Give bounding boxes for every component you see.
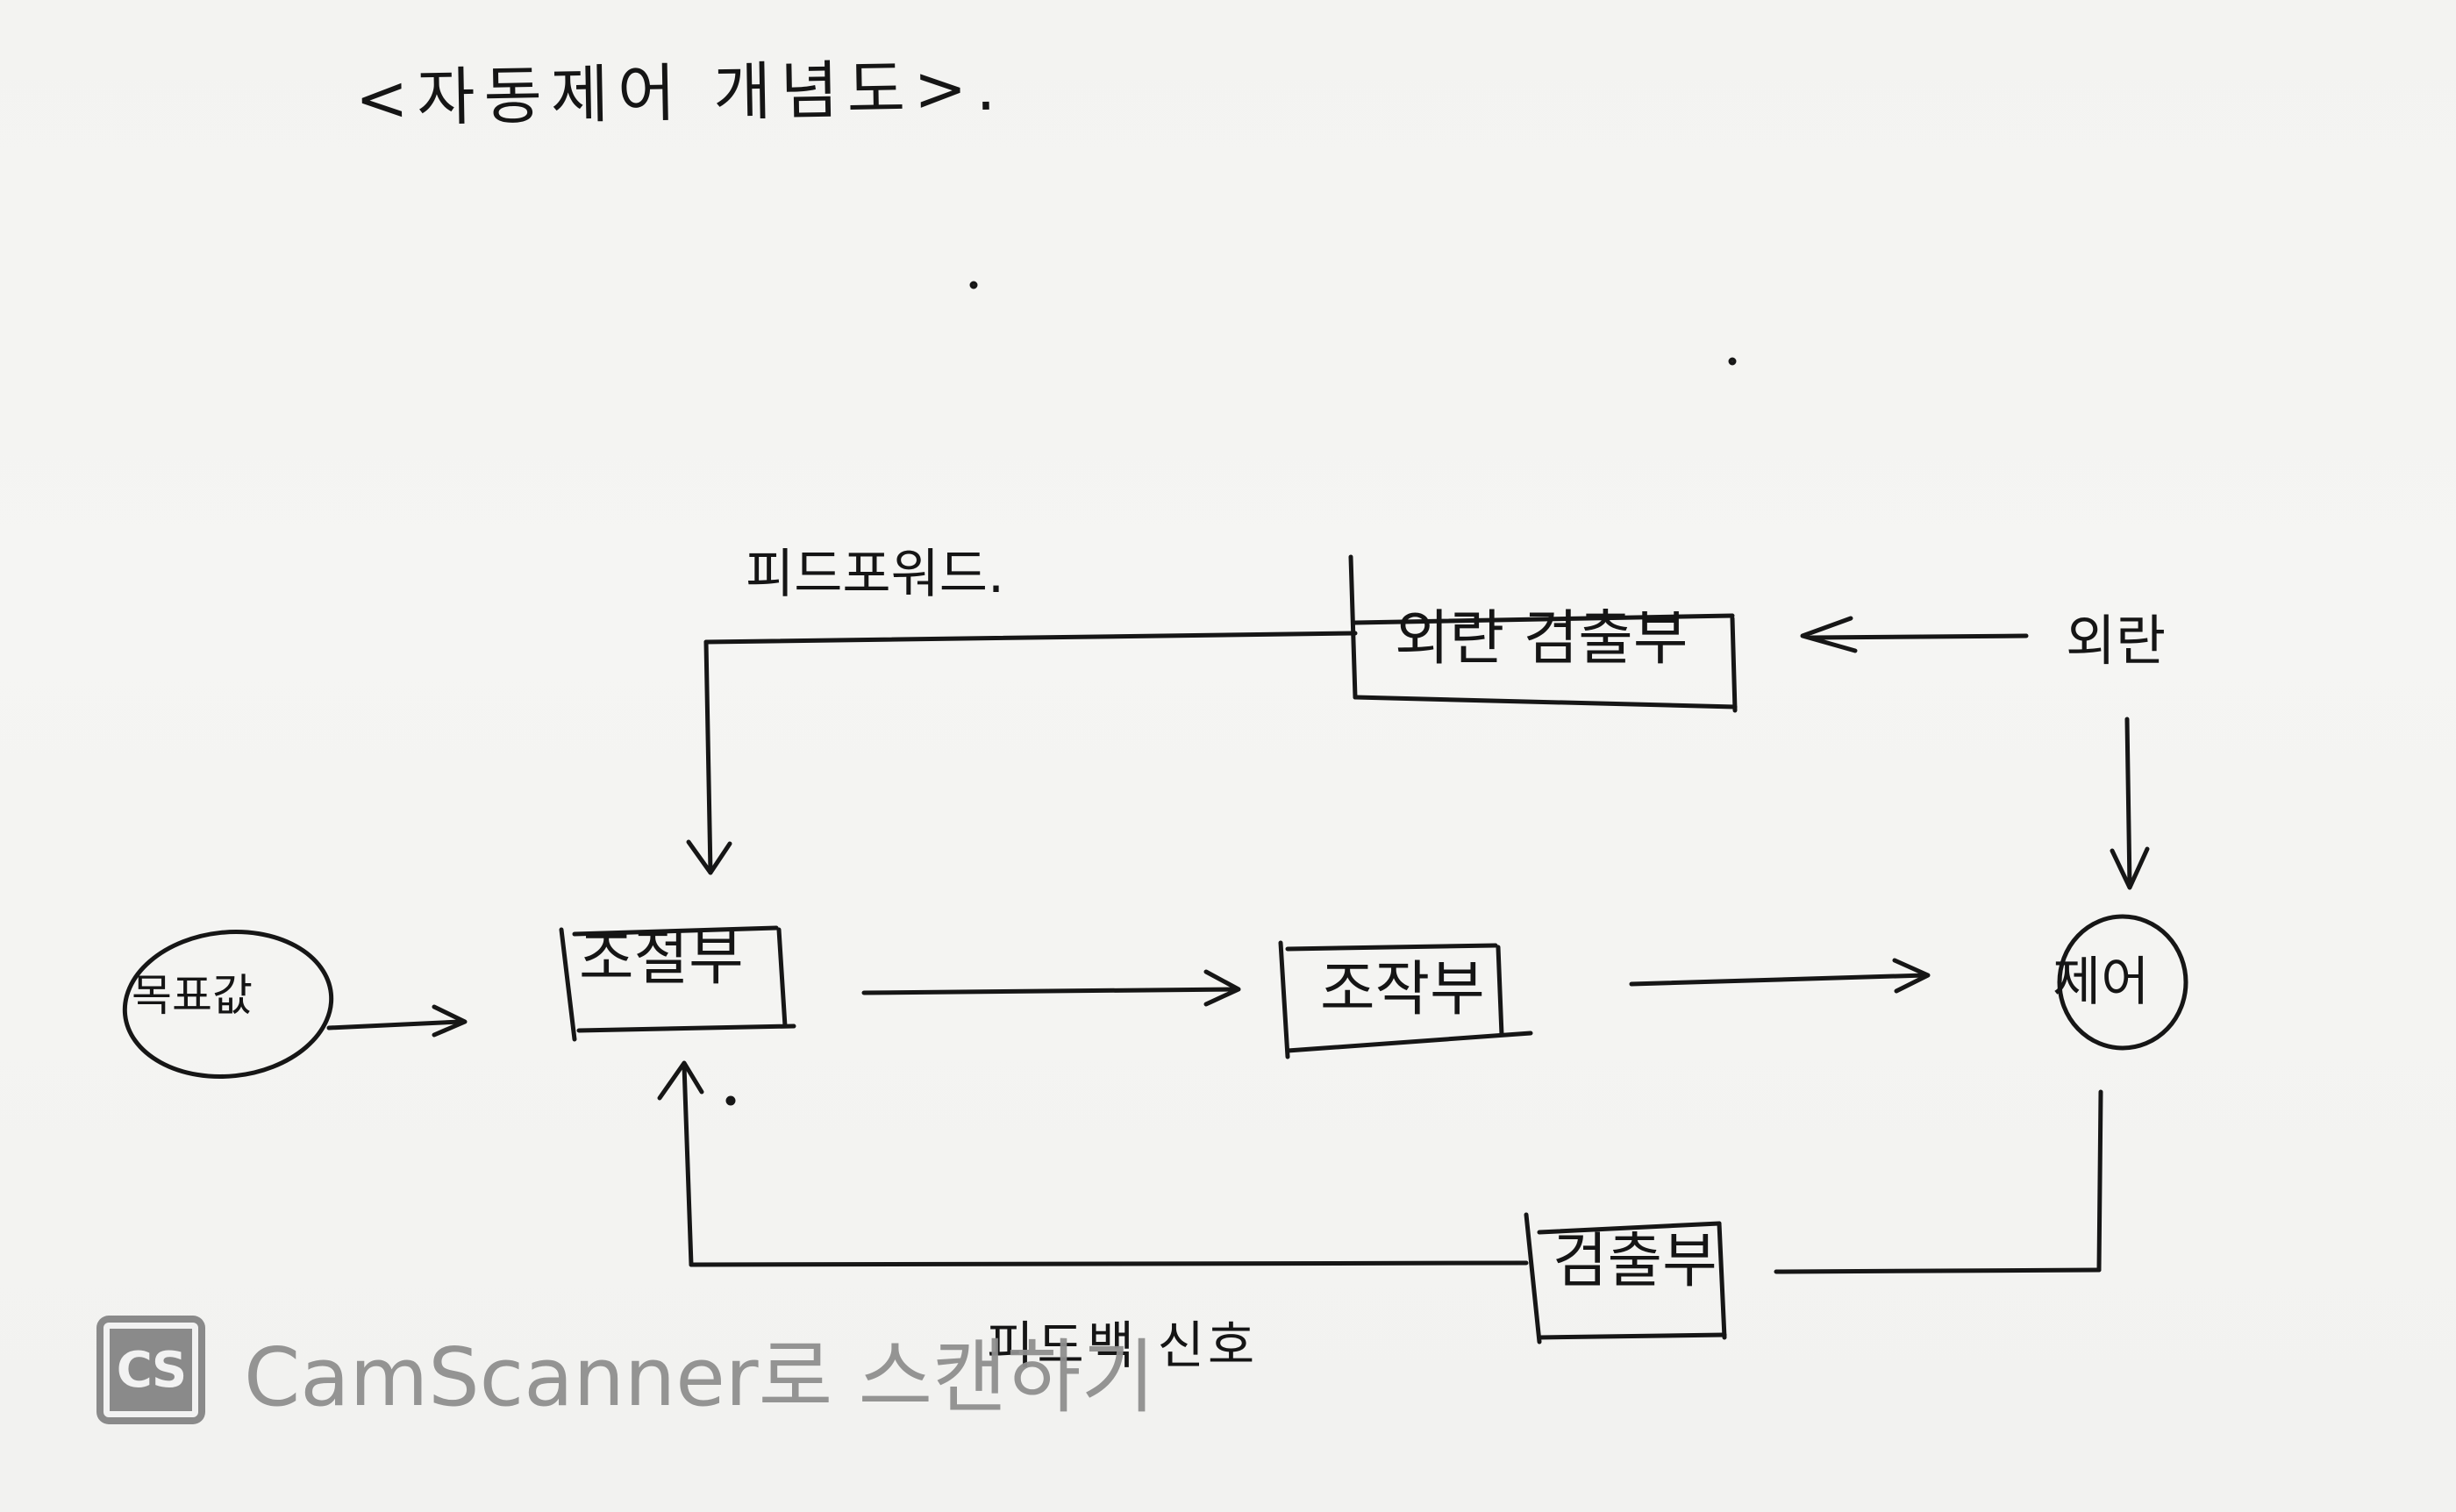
arrow-actuator-to-control [1629,958,1931,994]
camscanner-logo-text: CS [104,1323,198,1417]
label-feedback: 피드백 신호 [987,1316,1259,1375]
diagram-title: <자동제어 개념도>. [354,50,1005,136]
watermark-text: CamScanner로 스캔하기 [244,1330,1156,1424]
arrow-control-to-detector [1774,1089,2103,1274]
label-disturbance-detector: 외란 검출부 [1395,604,1688,674]
camscanner-logo-icon: CS [96,1316,205,1424]
label-disturbance: 외란 [2066,609,2167,673]
box-detector [1524,1212,1727,1344]
arrow-target-to-controller [326,1004,468,1038]
label-actuator: 조작부 [1320,955,1485,1024]
arrow-disturbance-to-detector [1800,616,2029,653]
label-detector: 검출부 [1553,1227,1717,1296]
arrow-feedback [657,1060,1529,1267]
box-actuator [1278,940,1533,1059]
circle-control [2057,914,2188,1051]
ink-dot [969,281,978,289]
ink-dot [1728,357,1737,366]
box-disturbance-detector [1348,554,1738,713]
ellipse-target-value [122,930,334,1079]
label-controller: 조절부 [579,924,744,994]
ink-dot [725,1095,736,1106]
arrow-disturbance-to-control [2110,717,2150,890]
label-feedforward: 피드포워드. [746,544,1005,605]
label-control: 제어 [2053,952,2150,1013]
label-target-value: 목표값 [132,970,253,1021]
arrow-controller-to-actuator [861,969,1241,1007]
box-controller [559,925,796,1042]
camscanner-watermark: CS CamScanner로 스캔하기 [96,1316,1155,1424]
arrow-feedforward [686,631,1358,875]
